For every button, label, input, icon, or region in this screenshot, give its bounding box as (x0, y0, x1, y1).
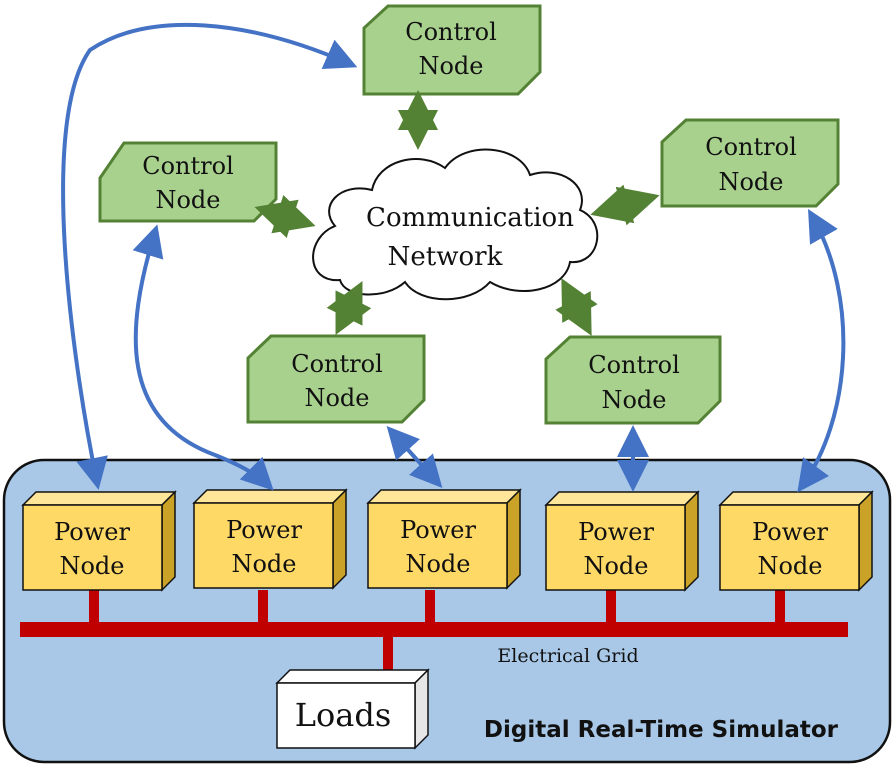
svg-text:Power: Power (226, 516, 302, 544)
loads-label: Loads (295, 696, 392, 734)
svg-text:Control: Control (588, 351, 680, 379)
svg-text:Node: Node (304, 384, 369, 412)
svg-text:Node: Node (418, 52, 483, 80)
svg-text:Node: Node (718, 168, 783, 196)
network-link (555, 278, 598, 336)
network-label: Network (388, 242, 503, 272)
power-node: Power Node (366, 488, 522, 590)
svg-text:Node: Node (583, 552, 648, 580)
control-node: Control Node (660, 118, 840, 208)
control-power-link (132, 224, 274, 491)
svg-text:Node: Node (601, 386, 666, 414)
control-power-link (386, 426, 443, 488)
power-node: Power Node (21, 490, 177, 592)
svg-text:Power: Power (752, 518, 828, 546)
power-node: Power Node (718, 490, 874, 592)
svg-text:Node: Node (59, 552, 124, 580)
loads-box-side (414, 668, 429, 750)
grid-drop (258, 590, 268, 625)
svg-text:Node: Node (231, 550, 296, 578)
svg-text:Power: Power (400, 516, 476, 544)
control-node: Control Node (544, 335, 722, 425)
network-link (254, 195, 316, 238)
control-node: Control Node (98, 141, 278, 223)
network-link (326, 281, 372, 335)
control-power-link (61, 22, 358, 490)
grid-drop (89, 590, 99, 625)
control-node: Control Node (246, 334, 426, 424)
svg-text:Control: Control (705, 133, 797, 161)
svg-text:Power: Power (578, 518, 654, 546)
loads-box (276, 682, 416, 749)
grid-drop (606, 590, 616, 625)
svg-text:Control: Control (291, 350, 383, 378)
power-node: Power Node (544, 490, 700, 592)
grid-drop (775, 590, 785, 625)
svg-text:Control: Control (142, 152, 234, 180)
control-node: Control Node (362, 4, 542, 96)
loads-box-top (275, 669, 430, 684)
svg-text:Power: Power (54, 518, 130, 546)
network-label: Communication (366, 203, 574, 233)
network-link (590, 184, 660, 226)
svg-text:Node: Node (405, 550, 470, 578)
grid-label: Electrical Grid (497, 645, 638, 667)
power-node: Power Node (192, 488, 348, 590)
grid-drop-loads (383, 635, 393, 673)
control-power-link (797, 209, 846, 493)
svg-text:Node: Node (155, 186, 220, 214)
svg-text:Control: Control (405, 18, 497, 46)
svg-text:Node: Node (757, 552, 822, 580)
grid-bus (20, 622, 848, 637)
grid-drop (425, 590, 435, 625)
simulator-label: Digital Real-Time Simulator (484, 717, 839, 743)
